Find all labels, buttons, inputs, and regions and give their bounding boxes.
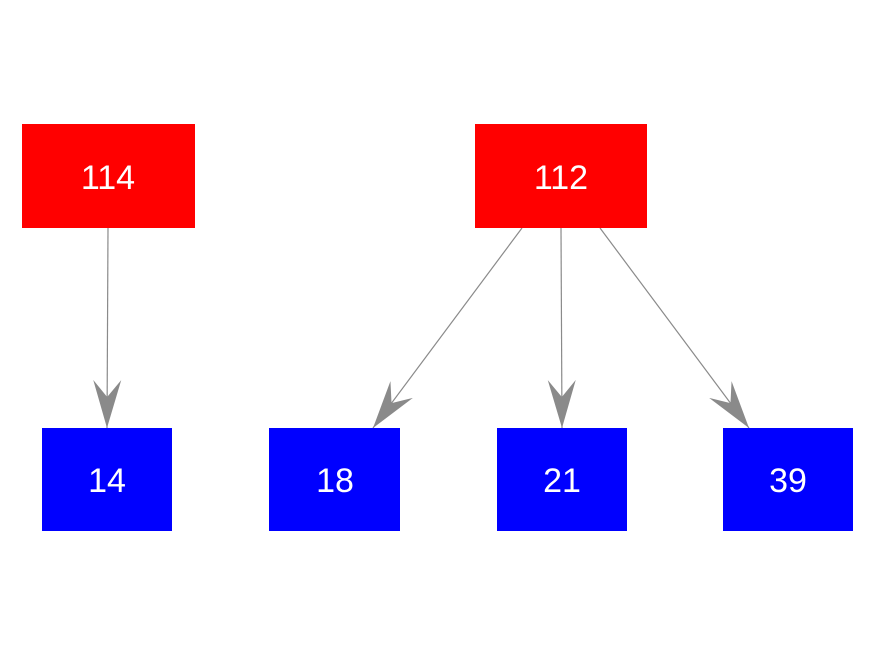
node-14-label: 14 — [88, 462, 126, 500]
edge-group — [93, 227, 750, 429]
node-39-label: 39 — [769, 462, 807, 500]
node-21[interactable]: 21 — [497, 428, 627, 531]
node-18-label: 18 — [316, 462, 354, 500]
node-39[interactable]: 39 — [723, 428, 853, 531]
node-21-box[interactable] — [497, 428, 627, 531]
node-112[interactable]: 112 — [475, 124, 647, 228]
node-112-box[interactable] — [475, 124, 647, 228]
node-18-box[interactable] — [269, 428, 400, 531]
node-14-box[interactable] — [42, 428, 172, 531]
edge-112-to-18 — [372, 227, 523, 429]
edge-112-to-21 — [547, 227, 576, 429]
node-114-box[interactable] — [22, 124, 195, 228]
node-112-label: 112 — [534, 159, 588, 197]
edge-112-to-39 — [599, 227, 750, 429]
node-114-label: 114 — [81, 159, 135, 197]
node-18[interactable]: 18 — [269, 428, 400, 531]
edge-114-to-14 — [93, 227, 122, 429]
node-21-label: 21 — [543, 462, 581, 500]
node-39-box[interactable] — [723, 428, 853, 531]
node-14[interactable]: 14 — [42, 428, 172, 531]
node-114[interactable]: 114 — [22, 124, 195, 228]
